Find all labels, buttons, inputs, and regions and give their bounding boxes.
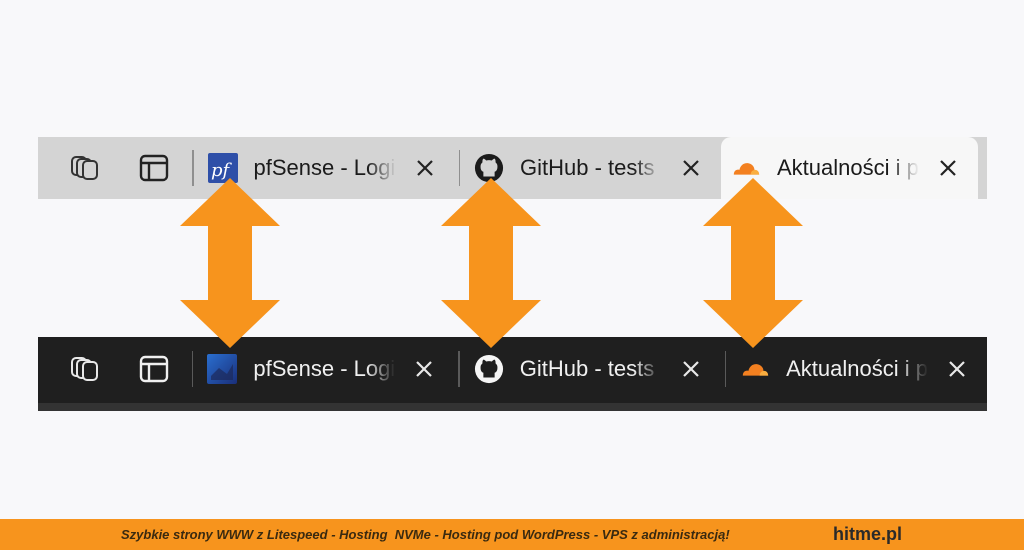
footer-brand[interactable]: hitme.pl [833, 524, 903, 544]
close-icon[interactable] [678, 356, 704, 382]
tab-pfsense[interactable]: pf pfSense - Login [198, 137, 455, 199]
double-arrow-icon [441, 178, 541, 348]
svg-text:pf: pf [211, 160, 233, 181]
tab-actions-button[interactable] [52, 137, 120, 199]
tab-separator [191, 351, 194, 387]
tab-title: Aktualności i p [777, 155, 919, 180]
tab-title: pfSense - Login [253, 155, 396, 180]
tab-cloudflare[interactable]: Aktualności i p [730, 337, 987, 401]
vertical-tabs-icon [139, 154, 169, 182]
github-logo-icon [474, 354, 504, 384]
close-icon[interactable] [944, 356, 970, 382]
tab-title: Aktualności i p [786, 356, 928, 381]
tab-title: GitHub - tests [519, 356, 655, 381]
cloudflare-logo-icon [731, 153, 761, 183]
promo-footer: Szybkie strony WWW z Litespeed - Hosting… [0, 519, 1024, 550]
tab-pfsense[interactable]: pfSense - Login [197, 337, 454, 401]
tab-title: pfSense - Login [253, 356, 396, 381]
close-icon[interactable] [935, 155, 961, 181]
tab-github[interactable]: GitHub - tests [464, 137, 721, 199]
tab-actions-icon [70, 357, 98, 381]
vertical-tabs-icon [139, 355, 169, 383]
pfsense-logo-icon: pf [207, 153, 238, 183]
dark-tab-bar: pfSense - Login GitHub - tests Aktualnoś… [38, 337, 987, 411]
tab-title: GitHub - tests [520, 155, 655, 180]
pfsense-logo-icon [207, 354, 238, 384]
tab-separator [724, 351, 727, 387]
tab-github[interactable]: GitHub - tests [464, 337, 721, 401]
tab-separator [458, 150, 460, 186]
tab-cloudflare[interactable]: Aktualności i p [721, 137, 978, 199]
vertical-tabs-button[interactable] [120, 338, 188, 400]
github-logo-icon [474, 153, 504, 183]
tab-separator [192, 150, 194, 186]
vertical-tabs-button[interactable] [120, 137, 188, 199]
close-icon[interactable] [412, 155, 438, 181]
double-arrow-icon [703, 178, 803, 348]
light-tab-bar: pf pfSense - Login GitHub - tests Aktual… [38, 137, 987, 199]
tab-actions-icon [71, 156, 98, 180]
tab-actions-button[interactable] [52, 338, 120, 400]
tab-separator [458, 351, 460, 387]
close-icon[interactable] [678, 155, 704, 181]
double-arrow-icon [180, 178, 280, 348]
footer-text: Szybkie strony WWW z Litespeed - Hosting… [121, 527, 730, 542]
close-icon[interactable] [411, 356, 437, 382]
cloudflare-logo-icon [740, 354, 770, 384]
